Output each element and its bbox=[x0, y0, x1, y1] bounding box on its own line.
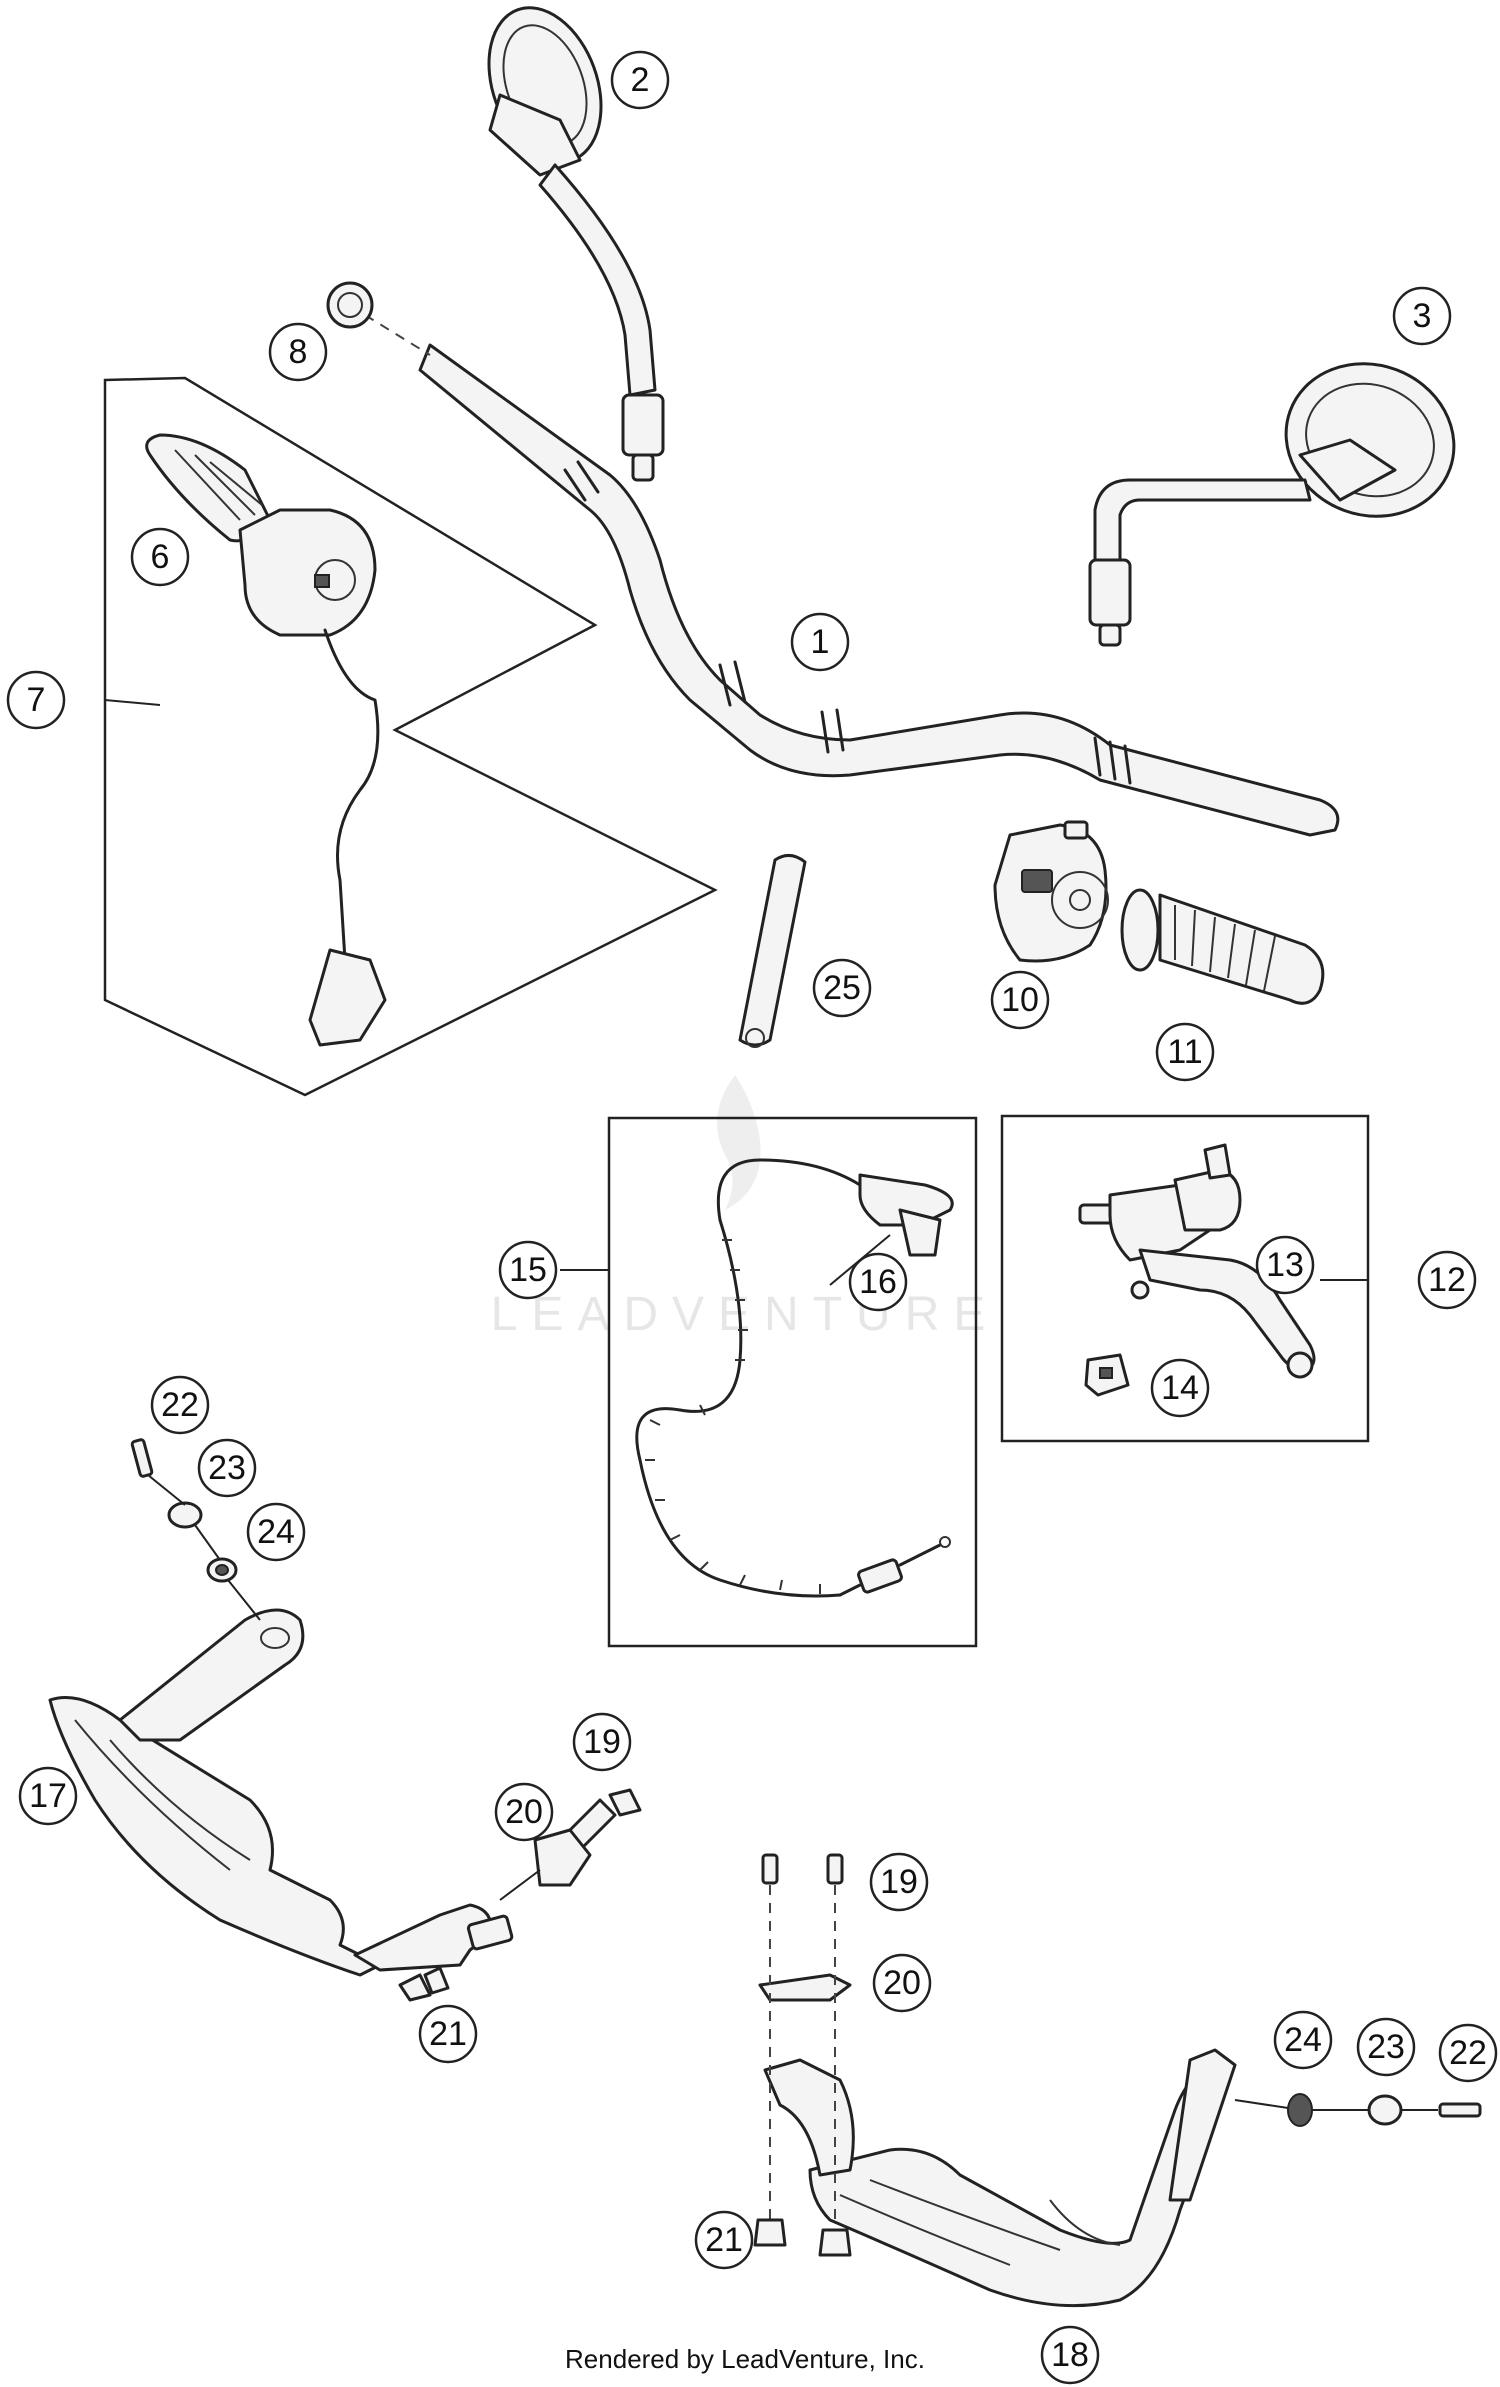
handlebar bbox=[364, 314, 1340, 837]
callout-21-left[interactable]: 21 bbox=[418, 2004, 478, 2064]
callout-24-left[interactable]: 24 bbox=[246, 1502, 306, 1562]
callout-8[interactable]: 8 bbox=[268, 322, 328, 382]
switch-housing bbox=[993, 820, 1109, 963]
rod bbox=[738, 854, 807, 1048]
lever-switch bbox=[1084, 1353, 1130, 1397]
svg-text:15: 15 bbox=[509, 1251, 547, 1289]
svg-text:20: 20 bbox=[883, 1964, 921, 2002]
watermark-text: LEADVENTURE bbox=[491, 1288, 1000, 1341]
handlebar-marks bbox=[563, 460, 1132, 785]
svg-text:22: 22 bbox=[161, 1386, 199, 1424]
callout-25[interactable]: 25 bbox=[812, 958, 872, 1018]
clamp-hardware-left bbox=[398, 1788, 642, 2002]
throttle-grip bbox=[145, 433, 387, 1047]
svg-text:18: 18 bbox=[1051, 2336, 1089, 2374]
svg-text:19: 19 bbox=[583, 1723, 621, 1761]
callout-18[interactable]: 18 bbox=[1040, 2325, 1100, 2385]
callout-12[interactable]: 12 bbox=[1417, 1250, 1477, 1310]
callout-23-left[interactable]: 23 bbox=[197, 1438, 257, 1498]
bar-end-plug bbox=[326, 281, 374, 329]
callout-2[interactable]: 2 bbox=[610, 50, 670, 110]
callout-11[interactable]: 11 bbox=[1155, 1022, 1215, 1082]
throttle-group-frame bbox=[103, 376, 718, 1097]
callout-20-right[interactable]: 20 bbox=[872, 1953, 932, 2013]
credit-text: Rendered by LeadVenture, Inc. bbox=[565, 2344, 925, 2374]
clutch-lever-frame bbox=[1000, 1114, 1370, 1443]
screw-bushing-right-stack bbox=[1234, 2093, 1482, 2127]
mirror-right bbox=[1088, 362, 1456, 647]
svg-text:21: 21 bbox=[429, 2015, 467, 2053]
callout-22-right[interactable]: 22 bbox=[1438, 2023, 1498, 2083]
callout-16[interactable]: 16 bbox=[848, 1252, 908, 1312]
callout-21-right[interactable]: 21 bbox=[694, 2210, 754, 2270]
callout-13[interactable]: 13 bbox=[1255, 1235, 1315, 1295]
svg-text:14: 14 bbox=[1161, 1369, 1199, 1407]
callout-17[interactable]: 17 bbox=[18, 1766, 78, 1826]
clutch-cable bbox=[635, 1158, 954, 1598]
svg-text:10: 10 bbox=[1001, 981, 1039, 1019]
svg-text:11: 11 bbox=[1167, 1033, 1202, 1071]
callout-20-left[interactable]: 20 bbox=[494, 1782, 554, 1842]
mirror-left bbox=[487, 6, 665, 482]
handguard-right bbox=[758, 1973, 1237, 2308]
clamp-hardware-right bbox=[753, 1853, 852, 2257]
handguard-left bbox=[48, 1608, 514, 1977]
svg-text:23: 23 bbox=[1367, 2028, 1405, 2066]
callouts: 1 2 3 6 7 8 10 11 12 13 14 15 16 17 18 1… bbox=[6, 50, 1498, 2385]
svg-text:19: 19 bbox=[880, 1863, 918, 1901]
callout-24-right[interactable]: 24 bbox=[1273, 2010, 1333, 2070]
svg-text:8: 8 bbox=[289, 333, 308, 371]
svg-text:16: 16 bbox=[859, 1263, 897, 1301]
callout-10[interactable]: 10 bbox=[990, 970, 1050, 1030]
svg-text:3: 3 bbox=[1413, 297, 1432, 335]
svg-text:17: 17 bbox=[29, 1777, 67, 1815]
svg-text:24: 24 bbox=[257, 1513, 295, 1551]
svg-text:2: 2 bbox=[631, 61, 650, 99]
callout-22-left[interactable]: 22 bbox=[150, 1375, 210, 1435]
callout-7[interactable]: 7 bbox=[6, 670, 66, 730]
callout-6[interactable]: 6 bbox=[130, 527, 190, 587]
grip-left bbox=[1120, 888, 1325, 1005]
svg-text:12: 12 bbox=[1428, 1261, 1466, 1299]
svg-text:13: 13 bbox=[1266, 1246, 1304, 1284]
callout-14[interactable]: 14 bbox=[1150, 1358, 1210, 1418]
callout-3[interactable]: 3 bbox=[1392, 286, 1452, 346]
clutch-cable-frame bbox=[607, 1116, 978, 1648]
svg-text:1: 1 bbox=[811, 623, 830, 661]
callout-19-right[interactable]: 19 bbox=[869, 1852, 929, 1912]
callout-23-right[interactable]: 23 bbox=[1356, 2017, 1416, 2077]
callout-1[interactable]: 1 bbox=[790, 612, 850, 672]
svg-text:20: 20 bbox=[505, 1793, 543, 1831]
screw-bushing-left-stack bbox=[130, 1438, 261, 1621]
svg-text:23: 23 bbox=[208, 1449, 246, 1487]
svg-text:24: 24 bbox=[1284, 2021, 1322, 2059]
callout-19-left[interactable]: 19 bbox=[572, 1712, 632, 1772]
callout-15[interactable]: 15 bbox=[498, 1240, 558, 1300]
svg-text:21: 21 bbox=[705, 2221, 743, 2259]
clutch-lever bbox=[1078, 1143, 1316, 1379]
watermark-flame-icon bbox=[717, 1075, 761, 1210]
svg-text:25: 25 bbox=[823, 969, 861, 1007]
svg-text:6: 6 bbox=[151, 538, 170, 576]
svg-text:22: 22 bbox=[1449, 2034, 1487, 2072]
svg-text:7: 7 bbox=[27, 681, 46, 719]
